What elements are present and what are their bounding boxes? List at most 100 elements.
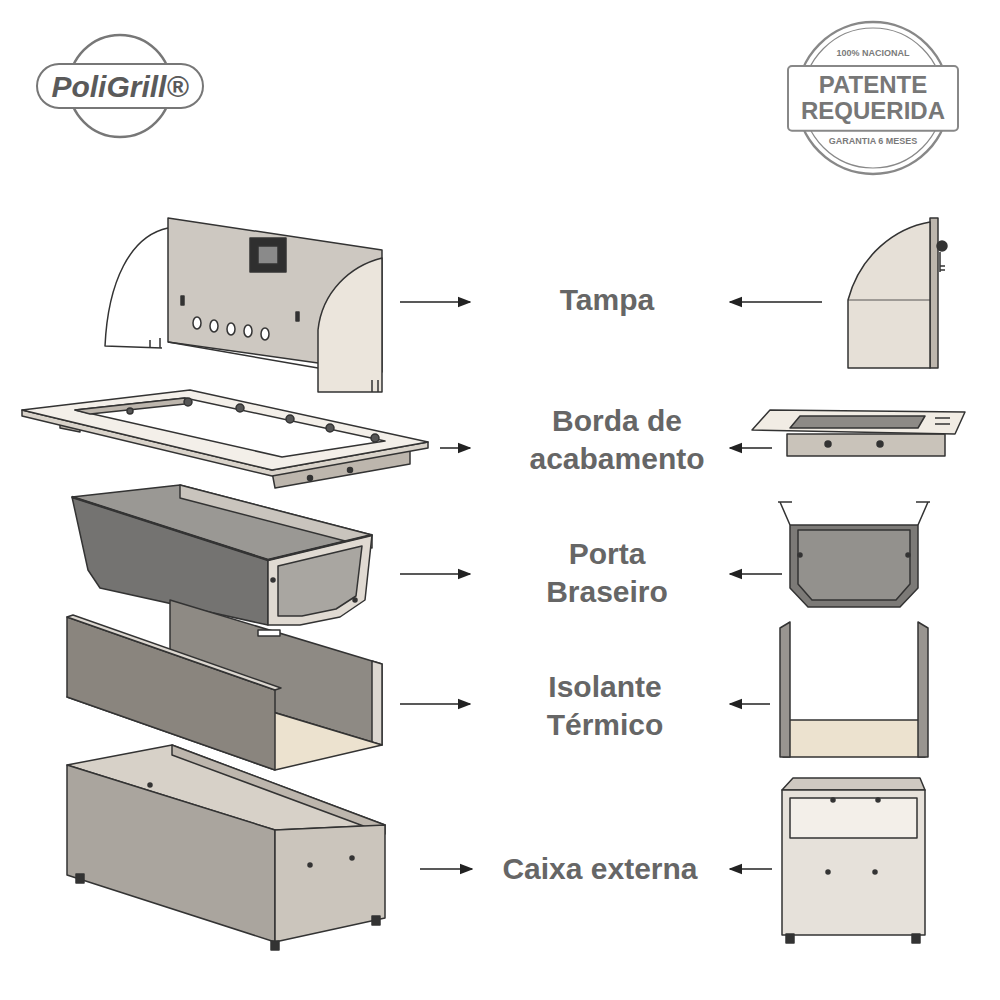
ember-tray-side-illustration-part xyxy=(778,502,930,525)
outer-box-illustration-part xyxy=(76,874,84,883)
lid-illustration-part xyxy=(244,325,252,337)
insulation-illustration xyxy=(67,600,382,770)
frame-side-illustration xyxy=(752,410,965,456)
frame-illustration xyxy=(22,390,428,488)
lid-side-illustration xyxy=(848,218,947,368)
outer-box-illustration xyxy=(67,745,385,950)
ember-tray-illustration xyxy=(72,485,372,625)
leader-arrow-part xyxy=(400,573,470,575)
ember-tray-illustration-part xyxy=(278,546,362,616)
lid-illustration-part xyxy=(227,323,235,335)
part-label: Caixa externa xyxy=(502,850,697,888)
leader-arrow-part xyxy=(420,868,472,870)
part-label: Borda de acabamento xyxy=(517,402,717,478)
lid-illustration-part xyxy=(296,312,299,321)
outer-box-illustration-part xyxy=(350,856,354,860)
frame-illustration-part xyxy=(184,398,192,406)
outer-box-side-illustration-part xyxy=(826,870,830,874)
frame-illustration-part xyxy=(286,415,294,423)
patent-stamp: 100% NACIONALGARANTIA 6 MESESPATENTE REQ… xyxy=(795,20,951,176)
insulation-side-illustration-part xyxy=(780,622,790,757)
frame-side-illustration-part xyxy=(825,441,831,447)
part-label: Isolante Térmico xyxy=(505,668,705,744)
logo-band xyxy=(37,64,203,108)
insulation-illustration-part xyxy=(372,661,382,745)
lid-side-illustration-part xyxy=(848,300,930,301)
frame-illustration-part xyxy=(75,398,385,457)
lid-illustration xyxy=(105,218,382,392)
stamp-ring xyxy=(797,22,949,174)
lid-side-illustration-part xyxy=(937,241,947,251)
leader-arrow-part xyxy=(730,703,770,705)
lid-illustration-part xyxy=(250,238,286,272)
outer-box-side-illustration xyxy=(782,778,925,943)
frame-illustration-part xyxy=(371,434,379,442)
ember-tray-side-illustration-part xyxy=(906,553,910,557)
outer-box-illustration-part xyxy=(148,783,152,787)
ember-tray-side-illustration xyxy=(778,502,930,607)
lid-illustration-part xyxy=(210,320,218,332)
frame-side-illustration-part xyxy=(935,418,950,424)
outer-box-side-illustration-part xyxy=(873,870,877,874)
outer-box-illustration-part xyxy=(271,941,279,950)
ember-tray-side-illustration-part xyxy=(790,525,918,607)
outer-box-side-illustration-part xyxy=(790,798,917,838)
frame-side-illustration-part xyxy=(752,410,965,434)
insulation-illustration-part xyxy=(258,630,280,636)
stamp-band: PATENTE REQUERIDA xyxy=(787,65,959,132)
lid-illustration-part xyxy=(193,317,201,329)
ember-tray-side-illustration-part xyxy=(798,530,910,600)
outer-box-side-illustration-part xyxy=(786,934,794,943)
frame-illustration-part xyxy=(127,408,133,414)
brand-logo: PoliGrill® xyxy=(35,34,205,138)
leader-arrow-part xyxy=(730,301,822,303)
leader-arrow-part xyxy=(400,703,470,705)
lid-side-illustration-part xyxy=(848,222,930,368)
insulation-side-illustration-part xyxy=(918,622,928,757)
stamp-text: 100% NACIONAL xyxy=(836,49,909,59)
part-label: Porta Braseiro xyxy=(507,535,707,611)
frame-illustration-part xyxy=(308,476,313,481)
outer-box-side-illustration-part xyxy=(782,790,925,935)
outer-box-illustration-part xyxy=(308,863,312,867)
ember-tray-illustration-part xyxy=(271,578,275,582)
ember-tray-illustration-part xyxy=(353,598,357,602)
outer-box-illustration-part xyxy=(67,765,275,942)
leader-arrow-part xyxy=(440,447,470,449)
lid-side-illustration-part xyxy=(930,218,938,368)
lid-illustration-part xyxy=(372,380,378,392)
lid-side-illustration-part xyxy=(940,252,945,272)
frame-side-illustration-part xyxy=(877,441,883,447)
leader-arrow-part xyxy=(730,868,772,870)
outer-box-side-illustration-part xyxy=(782,778,925,790)
outer-box-side-illustration-part xyxy=(912,934,920,943)
leader-arrow-part xyxy=(730,447,772,449)
lid-illustration-part xyxy=(105,228,168,348)
insulation-side-illustration xyxy=(780,622,928,757)
lid-illustration-part xyxy=(181,296,184,305)
lid-illustration-part xyxy=(261,328,269,340)
frame-illustration-part xyxy=(75,398,185,414)
ember-tray-side-illustration-part xyxy=(798,553,802,557)
leader-arrow-part xyxy=(400,301,470,303)
frame-illustration-part xyxy=(236,404,244,412)
outer-box-illustration-part xyxy=(372,916,380,925)
frame-illustration-part xyxy=(22,390,428,470)
stamp-text: GARANTIA 6 MESES xyxy=(829,137,918,147)
frame-side-illustration-part xyxy=(787,434,945,456)
stamp-band-border xyxy=(788,66,958,131)
frame-illustration-part xyxy=(326,424,334,432)
part-label: Tampa xyxy=(560,281,654,319)
frame-illustration-part xyxy=(348,468,353,473)
lid-illustration-part xyxy=(318,258,382,392)
insulation-illustration-part xyxy=(67,615,281,690)
brand-name: PoliGrill® xyxy=(51,70,188,103)
lid-illustration-part xyxy=(168,342,318,368)
ember-tray-illustration-part xyxy=(72,497,372,560)
lid-illustration-part xyxy=(150,338,160,348)
leader-arrow-part xyxy=(730,573,782,575)
lid-illustration-part xyxy=(258,246,278,264)
frame-side-illustration-part xyxy=(790,416,925,428)
outer-box-side-illustration-part xyxy=(876,798,880,802)
